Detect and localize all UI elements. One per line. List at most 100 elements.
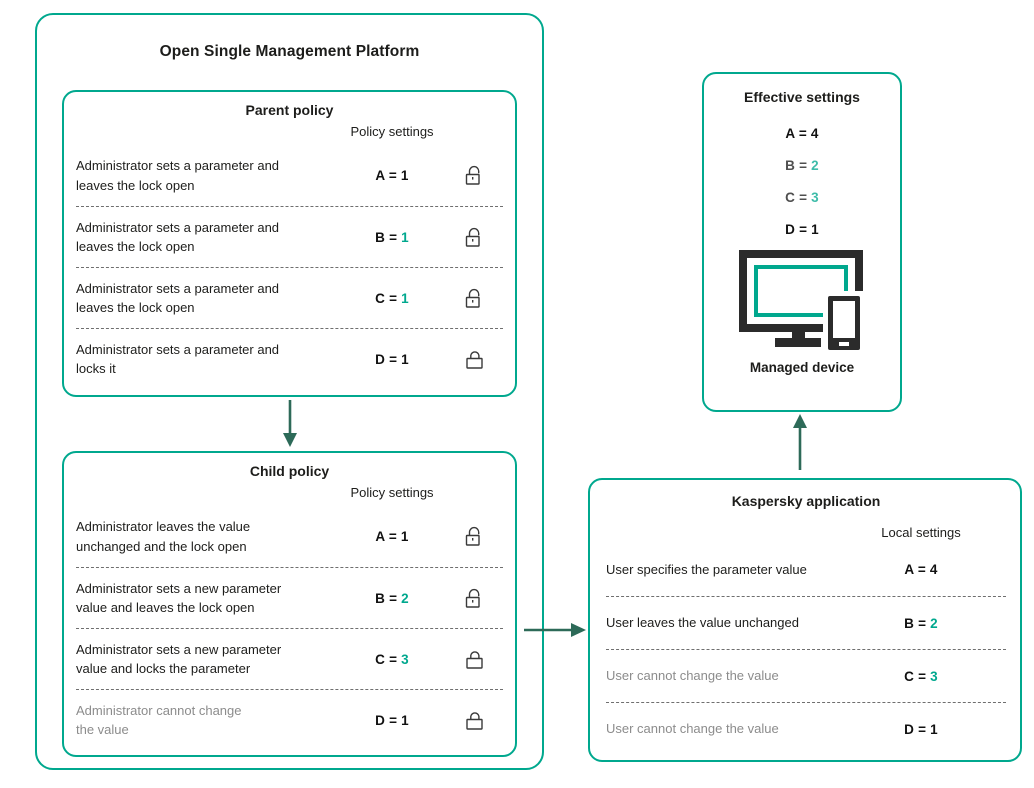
policy-row: Administrator sets a new parameter value… (76, 567, 503, 628)
arrow-up-icon (793, 414, 807, 470)
param-label: A = (785, 126, 807, 141)
open-lock-icon (465, 165, 480, 185)
row-value: B = 1 (337, 230, 447, 245)
policy-row: Administrator sets a new parameter value… (76, 628, 503, 689)
param-label: B = (785, 158, 808, 173)
policy-row: Administrator sets a parameter and leave… (76, 267, 503, 328)
effective-value: C = 3 (704, 182, 900, 214)
managed-device-icon-wrap (704, 250, 900, 350)
arrow-child-to-application (524, 622, 588, 643)
row-value: D = 1 (337, 713, 447, 728)
row-description: Administrator sets a parameter and leave… (76, 158, 280, 193)
param-value: 1 (811, 222, 819, 237)
param-label: B = (904, 615, 927, 631)
monitor-and-phone-icon (739, 250, 865, 350)
policy-settings-header: Policy settings (350, 124, 434, 139)
effective-settings-title: Effective settings (744, 89, 860, 105)
arrow-down-icon (283, 400, 297, 447)
param-label: C = (375, 651, 398, 667)
param-label: C = (904, 668, 927, 684)
param-label: C = (375, 290, 398, 306)
policy-row: Administrator sets a parameter and leave… (76, 145, 503, 206)
local-setting-row: User cannot change the value C = 3 (606, 649, 1006, 702)
row-description: Administrator sets a new parameter value… (76, 641, 282, 677)
row-value: C = 1 (337, 291, 447, 306)
local-settings-header: Local settings (881, 524, 961, 540)
child-policy-title: Child policy (249, 463, 330, 479)
local-setting-row: User specifies the parameter value A = 4 (606, 543, 1006, 596)
param-value: 1 (401, 351, 409, 367)
param-label: D = (785, 222, 808, 237)
arrow-parent-to-child (282, 400, 298, 453)
row-description: Administrator leaves the value unchanged… (76, 519, 251, 554)
kaspersky-application-panel: Kaspersky application Local settings Use… (588, 478, 1022, 762)
param-label: A = (375, 168, 397, 183)
child-policy-panel: Child policy Policy settings Administrat… (62, 451, 517, 757)
param-value: 1 (401, 290, 409, 306)
param-value: 1 (401, 229, 409, 245)
row-value: D = 1 (836, 722, 1006, 737)
row-description: Administrator sets a new parameter value… (76, 580, 282, 616)
local-settings-header-row: Local settings (606, 521, 1006, 543)
policy-row: Administrator cannot change the value D … (76, 689, 503, 750)
lock-cell (447, 709, 503, 732)
param-label: C = (785, 190, 808, 205)
row-value: A = 1 (337, 168, 447, 183)
closed-lock-icon (466, 650, 483, 669)
param-label: D = (375, 712, 398, 728)
param-value: 2 (930, 615, 938, 631)
param-label: D = (904, 721, 927, 737)
row-description: Administrator sets a parameter and leave… (76, 219, 280, 255)
row-description: Administrator sets a parameter and leave… (76, 280, 280, 316)
row-value: A = 4 (836, 562, 1006, 577)
param-value: 2 (811, 158, 819, 173)
param-value: 1 (400, 168, 409, 183)
kaspersky-application-inner: Kaspersky application Local settings Use… (590, 480, 1020, 755)
closed-lock-icon (466, 350, 483, 369)
param-value: 4 (810, 126, 819, 141)
param-label: D = (375, 351, 398, 367)
row-description: User specifies the parameter value (606, 561, 807, 577)
effective-settings-inner: Effective settings A = 4 B = 2 C = 3 D =… (704, 74, 900, 375)
row-description: User leaves the value unchanged (606, 615, 799, 631)
row-description: Administrator sets a parameter and locks… (76, 341, 280, 377)
param-value: 4 (929, 562, 938, 577)
osmp-title: Open Single Management Platform (159, 43, 420, 60)
lock-cell (447, 164, 503, 187)
row-value: B = 2 (836, 616, 1006, 631)
param-value: 1 (930, 721, 938, 737)
row-value: C = 3 (836, 669, 1006, 684)
child-policy-inner: Child policy Policy settings Administrat… (64, 453, 515, 750)
arrow-application-to-device (792, 414, 808, 476)
lock-cell (447, 587, 503, 610)
lock-cell (447, 348, 503, 371)
param-value: 1 (401, 712, 409, 728)
lock-cell (447, 525, 503, 548)
param-label: B = (375, 590, 398, 606)
row-value: A = 1 (337, 529, 447, 544)
parent-policy-header: Policy settings (76, 118, 503, 145)
closed-lock-icon (466, 711, 483, 730)
open-lock-icon (465, 227, 480, 247)
effective-values-list: A = 4 B = 2 C = 3 D = 1 (704, 118, 900, 246)
policy-row: Administrator sets a parameter and locks… (76, 328, 503, 389)
open-lock-icon (465, 288, 480, 308)
row-value: D = 1 (337, 352, 447, 367)
param-label: B = (375, 229, 398, 245)
param-value: 3 (401, 651, 409, 667)
managed-device-label: Managed device (749, 360, 855, 375)
row-description: User cannot change the value (606, 668, 779, 684)
child-policy-header: Policy settings (76, 479, 503, 506)
row-description: Administrator cannot change the value (76, 702, 242, 738)
param-value: 3 (930, 668, 938, 684)
param-label: A = (904, 562, 926, 577)
effective-value: B = 2 (704, 150, 900, 182)
param-value: 2 (401, 590, 409, 606)
policy-settings-header: Policy settings (350, 485, 434, 500)
local-setting-row: User cannot change the value D = 1 (606, 702, 1006, 755)
open-lock-icon (465, 526, 480, 546)
row-value: C = 3 (337, 652, 447, 667)
policy-row: Administrator leaves the value unchanged… (76, 506, 503, 567)
lock-cell (447, 287, 503, 310)
